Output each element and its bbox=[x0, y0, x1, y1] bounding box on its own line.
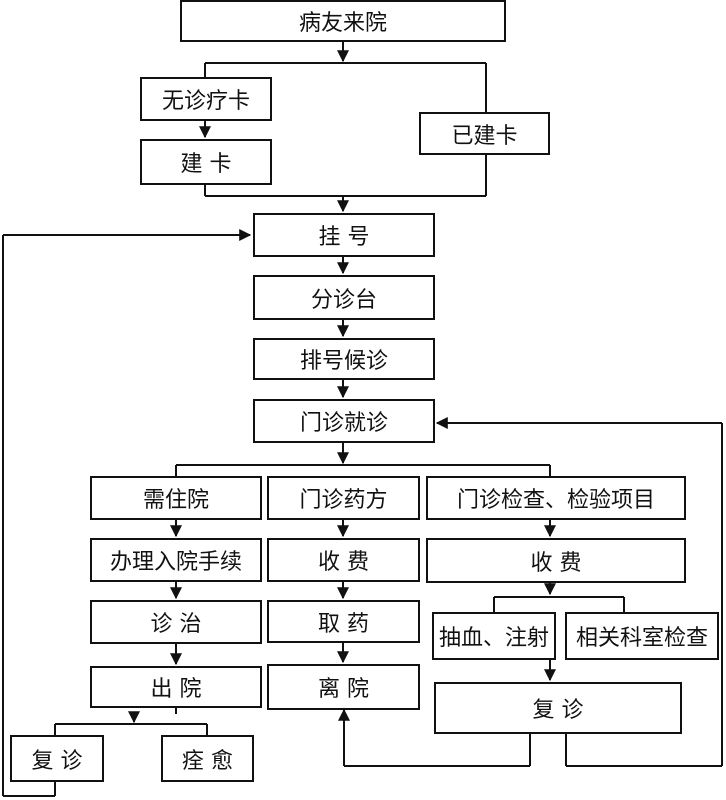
node-follow-up-right-label: 复 诊 bbox=[532, 698, 584, 723]
node-queue: 排号候诊 bbox=[253, 338, 435, 380]
node-has-card: 已建卡 bbox=[419, 112, 550, 155]
node-dept-exam-label: 相关科室检查 bbox=[575, 626, 708, 651]
node-register: 挂 号 bbox=[253, 213, 435, 257]
node-treatment-label: 诊 治 bbox=[150, 612, 202, 637]
node-collect-medicine: 取 药 bbox=[267, 600, 420, 643]
node-outpatient-visit: 门诊就诊 bbox=[253, 399, 435, 443]
node-follow-up-left: 复 诊 bbox=[10, 735, 104, 782]
node-treatment: 诊 治 bbox=[90, 600, 262, 644]
node-no-card-label: 无诊疗卡 bbox=[161, 89, 250, 114]
node-create-card: 建 卡 bbox=[140, 139, 272, 185]
node-recovered: 痊 愈 bbox=[161, 735, 254, 782]
node-need-hospitalization-label: 需住院 bbox=[142, 488, 209, 513]
node-visit: 病友来院 bbox=[180, 0, 506, 42]
node-outpatient-tests-label: 门诊检查、检验项目 bbox=[456, 488, 655, 513]
node-discharge-label: 出 院 bbox=[150, 677, 202, 702]
node-recovered-label: 痊 愈 bbox=[182, 748, 233, 774]
node-no-card: 无诊疗卡 bbox=[140, 77, 272, 121]
node-outpatient-prescription-label: 门诊药方 bbox=[299, 488, 388, 513]
node-pay-tests: 收 费 bbox=[426, 538, 686, 583]
node-leave-hospital-label: 离 院 bbox=[318, 677, 369, 702]
node-register-label: 挂 号 bbox=[318, 225, 370, 250]
node-create-card-label: 建 卡 bbox=[180, 152, 232, 177]
node-leave-hospital: 离 院 bbox=[267, 664, 420, 710]
node-admission-procedure-label: 办理入院手续 bbox=[109, 550, 242, 575]
node-follow-up-left-label: 复 诊 bbox=[31, 748, 83, 774]
node-triage: 分诊台 bbox=[253, 275, 435, 320]
node-blood-injection: 抽血、注射 bbox=[432, 612, 556, 660]
node-admission-procedure: 办理入院手续 bbox=[90, 538, 262, 582]
node-collect-medicine-label: 取 药 bbox=[318, 611, 369, 637]
node-need-hospitalization: 需住院 bbox=[90, 476, 262, 520]
node-queue-label: 排号候诊 bbox=[299, 349, 388, 374]
node-visit-label: 病友来院 bbox=[298, 11, 387, 36]
node-pay-pharmacy-label: 收 费 bbox=[318, 550, 369, 575]
node-outpatient-visit-label: 门诊就诊 bbox=[299, 411, 388, 436]
node-dept-exam: 相关科室检查 bbox=[565, 612, 719, 660]
node-outpatient-tests: 门诊检查、检验项目 bbox=[426, 476, 686, 520]
node-discharge: 出 院 bbox=[90, 666, 262, 708]
node-blood-injection-label: 抽血、注射 bbox=[438, 626, 549, 651]
node-outpatient-prescription: 门诊药方 bbox=[267, 476, 420, 520]
node-pay-tests-label: 收 费 bbox=[530, 550, 582, 576]
node-follow-up-right: 复 诊 bbox=[434, 682, 682, 734]
node-pay-pharmacy: 收 费 bbox=[267, 538, 420, 582]
node-triage-label: 分诊台 bbox=[310, 287, 377, 313]
node-has-card-label: 已建卡 bbox=[451, 123, 518, 149]
